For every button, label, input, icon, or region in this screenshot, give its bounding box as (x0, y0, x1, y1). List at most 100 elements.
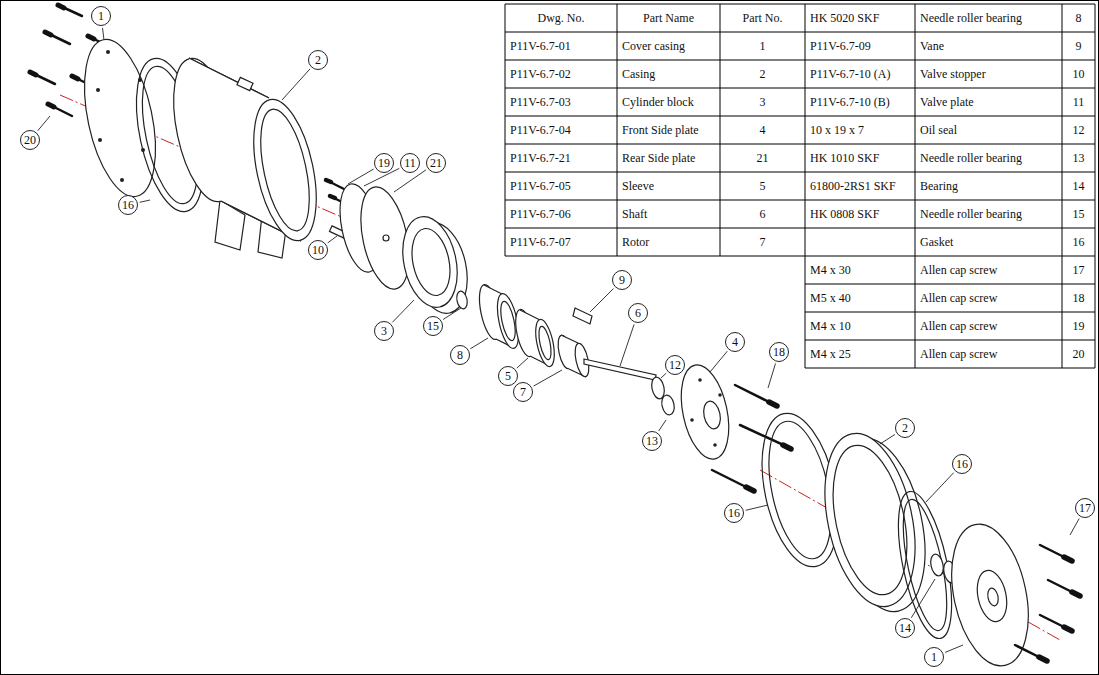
table-cell: Cover casing (618, 33, 719, 59)
leader-line (926, 473, 954, 502)
leader-line (140, 200, 150, 202)
table-text: Gasket (920, 235, 953, 250)
leader-line (659, 420, 666, 431)
table-text: 9 (1076, 39, 1082, 54)
table-cell: 18 (1063, 285, 1094, 311)
sleeve (532, 318, 558, 368)
table-text: 16 (1073, 235, 1085, 250)
leader-line (103, 28, 105, 40)
callout-number: 16 (952, 454, 972, 474)
casing (243, 94, 328, 246)
table-text: HK 0808 SKF (810, 207, 879, 222)
table-cell: Vane (916, 33, 1061, 59)
table-cell: Allen cap screw (916, 285, 1061, 311)
table-text: P11V-6.7-05 (510, 179, 571, 194)
table-text: Sleeve (622, 179, 654, 194)
table-text: P11V-6.7-01 (510, 39, 571, 54)
leader-line (661, 373, 666, 378)
callout-number: 7 (513, 382, 533, 402)
table-cell: P11V-6.7-06 (506, 201, 616, 227)
table-cell: 10 (1063, 61, 1094, 87)
table-header: Dwg. No. (506, 5, 616, 31)
table-cell: 10 x 19 x 7 (806, 117, 914, 143)
table-text: P11V-6.7-02 (510, 67, 571, 82)
table-cell: Casing (618, 61, 719, 87)
table-cell: 21 (721, 145, 804, 171)
table-cell: P11V-6.7-10 (A) (806, 61, 914, 87)
table-cell: P11V-6.7-02 (506, 61, 616, 87)
table-text: Needle roller bearing (920, 207, 1022, 222)
table-text: 18 (1073, 291, 1085, 306)
table-text: Rear Side plate (622, 151, 695, 166)
needle-bearing (455, 290, 469, 310)
table-header: Part No. (721, 5, 804, 31)
table-text: Bearing (920, 179, 958, 194)
shaft (584, 359, 656, 380)
table-cell: 17 (1063, 257, 1094, 283)
table-cell: 7 (721, 229, 804, 255)
callout-number: 5 (498, 366, 518, 386)
table-text: P11V-6.7-06 (510, 207, 571, 222)
table-text: M4 x 25 (810, 347, 851, 362)
table-cell: 2 (721, 61, 804, 87)
table-cell: 6 (721, 201, 804, 227)
leader-line (880, 435, 895, 445)
table-cell: Gasket (916, 229, 1061, 255)
table-text: Front Side plate (622, 123, 699, 138)
table-grid (505, 4, 1095, 368)
table-header: Part Name (618, 5, 719, 31)
callout-number: 10 (308, 240, 328, 260)
leader-line (746, 505, 768, 510)
table-cell: 12 (1063, 117, 1094, 143)
cover-bore (986, 587, 1000, 607)
leader-line (710, 351, 727, 372)
leader-line (517, 358, 528, 368)
callout-number: 8 (450, 345, 470, 365)
table-text: P11V-6.7-07 (510, 235, 571, 250)
table-cell: M4 x 10 (806, 313, 914, 339)
table-cell: Needle roller bearing (916, 201, 1061, 227)
table-cell: Front Side plate (618, 117, 719, 143)
table-text: 21 (757, 151, 769, 166)
callout-number: 6 (628, 303, 648, 323)
table-text: Shaft (622, 207, 647, 222)
callout-number: 17 (1075, 498, 1095, 518)
table-text: 15 (1073, 207, 1085, 222)
callout-number: 15 (423, 316, 443, 336)
cover-hub (973, 568, 1011, 625)
table-cell: Allen cap screw (916, 341, 1061, 367)
table-text: 13 (1073, 151, 1085, 166)
front-side-plate-hub (701, 400, 722, 431)
table-cell: 4 (721, 117, 804, 143)
table-header: Needle roller bearing (916, 5, 1061, 31)
table-text: M4 x 10 (810, 319, 851, 334)
leader-line (470, 338, 488, 349)
table-cell: 19 (1063, 313, 1094, 339)
table-text: 3 (760, 95, 766, 110)
leader-line (392, 300, 414, 322)
table-cell: 11 (1063, 89, 1094, 115)
callout-number: 2 (308, 50, 328, 70)
table-text: HK 1010 SKF (810, 151, 879, 166)
table-text: Oil seal (920, 123, 957, 138)
table-cell: Valve stopper (916, 61, 1061, 87)
table-cell: Needle roller bearing (916, 145, 1061, 171)
leader-line (590, 289, 614, 313)
callout-number: 11 (400, 153, 420, 173)
casing-ring (811, 425, 930, 615)
leader-line (945, 645, 963, 652)
leader-line (394, 170, 426, 192)
table-cell: Rear Side plate (618, 145, 719, 171)
table-text: HK 5020 SKF (810, 11, 879, 26)
callout-number: 4 (725, 332, 745, 352)
cylinder-block (406, 225, 455, 299)
table-cell: P11V-6.7-07 (506, 229, 616, 255)
table-text: 61800-2RS1 SKF (810, 179, 896, 194)
leader-line (911, 579, 935, 618)
casing-port (237, 77, 253, 90)
table-cell: Cylinder block (618, 89, 719, 115)
sleeve (537, 325, 554, 360)
table-cell: P11V-6.7-05 (506, 173, 616, 199)
